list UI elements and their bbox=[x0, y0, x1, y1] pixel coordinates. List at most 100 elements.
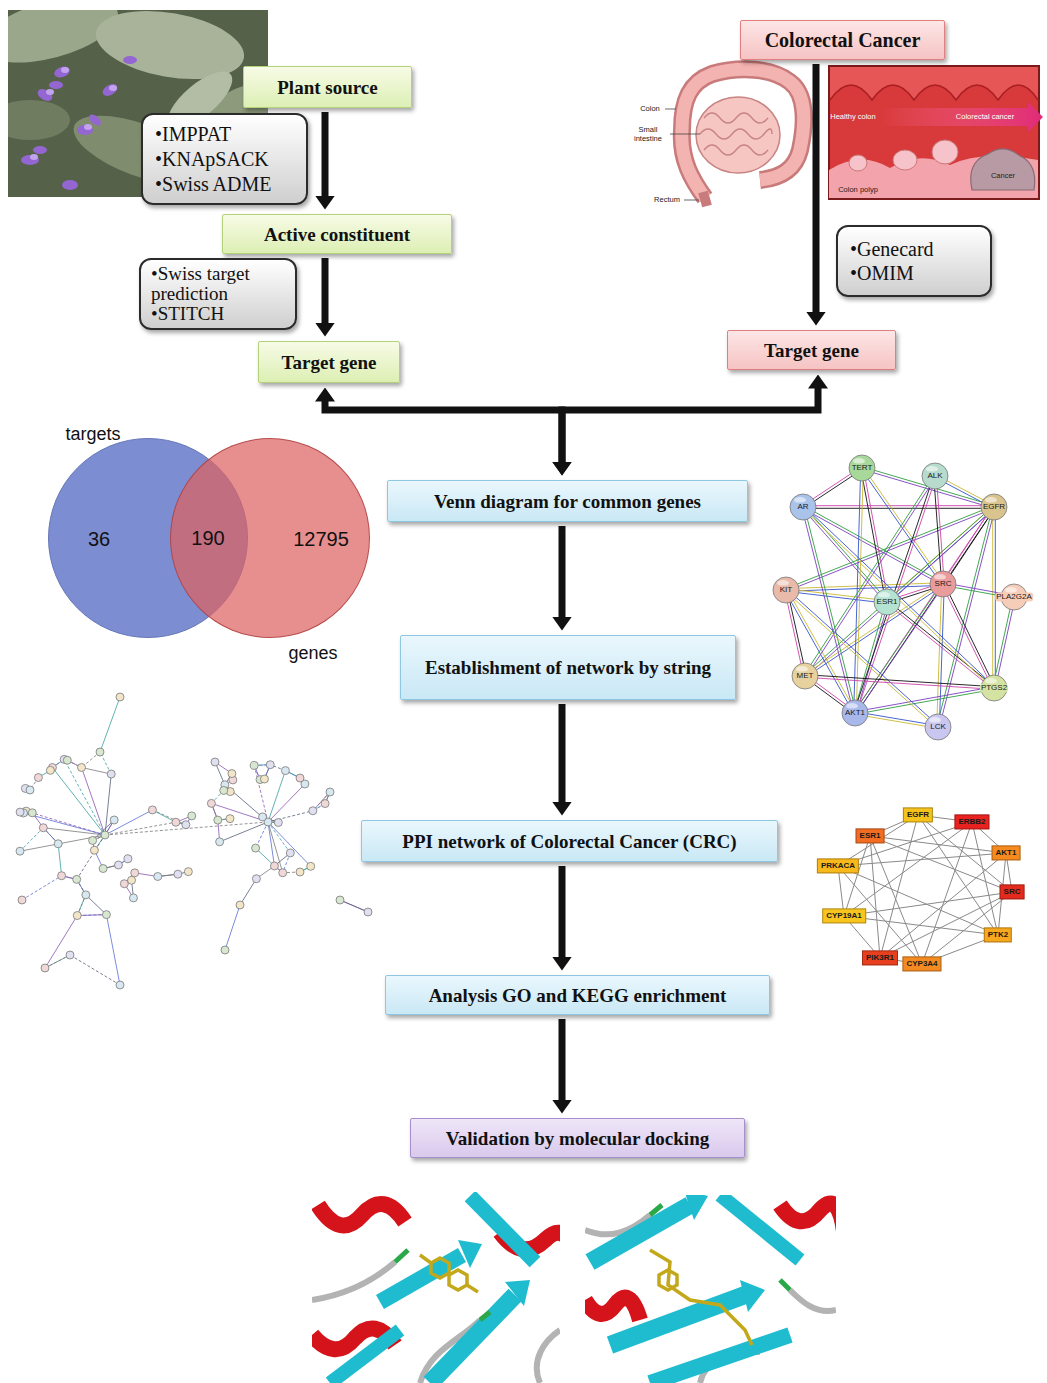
ppi-dot bbox=[89, 836, 97, 844]
docking-pose-part bbox=[585, 1298, 640, 1320]
node-text: PPI network of Colorectal Cancer (CRC) bbox=[374, 830, 765, 853]
ppi-dot bbox=[73, 912, 81, 920]
ppi-dot bbox=[336, 896, 344, 904]
docking-pose-part bbox=[720, 1195, 800, 1260]
ppi-dot bbox=[34, 774, 42, 782]
ppi-link bbox=[77, 835, 105, 879]
colon-cross-section-part bbox=[880, 102, 1043, 132]
docking-pose-part bbox=[650, 1205, 790, 1290]
tissue-label: Cancer bbox=[991, 172, 1015, 181]
ppi-dot bbox=[101, 831, 109, 839]
sage-photo-part-part bbox=[36, 87, 55, 104]
sage-photo-part-part bbox=[46, 89, 54, 95]
ppi-dot bbox=[96, 748, 104, 756]
colon-illustration-part bbox=[670, 134, 700, 135]
organ-label: Small intestine bbox=[630, 126, 666, 143]
flow-arrow bbox=[813, 64, 820, 312]
ppi-dot bbox=[259, 813, 267, 821]
protein-node-picture bbox=[922, 463, 948, 489]
interaction-line bbox=[855, 689, 994, 714]
database-list-box: •Genecard •OMIM bbox=[836, 225, 992, 297]
node-text: 12795 bbox=[293, 528, 349, 551]
colon-cross-section-part bbox=[849, 155, 867, 171]
ppi-link bbox=[340, 900, 368, 912]
sage-photo-part-part bbox=[62, 180, 78, 190]
ppi-dot bbox=[63, 756, 71, 764]
interaction-line bbox=[854, 476, 934, 713]
hub-link bbox=[838, 853, 1006, 866]
interaction-line bbox=[787, 589, 856, 712]
docking-pose-part bbox=[395, 1250, 490, 1320]
colon-illustration-part bbox=[696, 97, 780, 173]
flow-arrow bbox=[559, 866, 566, 957]
interaction-line bbox=[804, 475, 934, 675]
docking-pose-part bbox=[650, 1250, 752, 1345]
ppi-link bbox=[254, 765, 268, 822]
ppi-link bbox=[268, 771, 285, 822]
ppi-link bbox=[82, 767, 112, 774]
process-box: Colorectal Cancer bbox=[740, 20, 945, 60]
ppi-link bbox=[268, 822, 283, 873]
sage-photo-part bbox=[8, 100, 70, 140]
ppi-dot bbox=[129, 894, 137, 902]
gene-label: LCK bbox=[929, 722, 947, 731]
interaction-line bbox=[936, 476, 944, 584]
colon-cross-section-part bbox=[830, 85, 1038, 100]
node-text: 36 bbox=[88, 528, 110, 551]
docking-pose-part bbox=[330, 1330, 400, 1383]
node-text: Establishment of network by string bbox=[413, 656, 723, 680]
ppi-dot bbox=[260, 775, 268, 783]
database-list-box: •Swiss target prediction •STITCH bbox=[139, 258, 297, 330]
ppi-dot bbox=[39, 824, 47, 832]
sage-photo-part-part bbox=[77, 125, 93, 135]
ppi-dot bbox=[307, 862, 315, 870]
ppi-link bbox=[105, 774, 111, 835]
ppi-dot bbox=[116, 693, 124, 701]
interaction-line bbox=[805, 677, 994, 689]
docking-pose-part bbox=[430, 1295, 515, 1383]
ppi-dot bbox=[228, 770, 236, 778]
gene-label: MET bbox=[796, 671, 815, 680]
ppi-dot bbox=[211, 758, 219, 766]
ppi-dot bbox=[266, 761, 274, 769]
ppi-link bbox=[340, 900, 368, 912]
ppi-dot bbox=[252, 844, 260, 852]
sage-photo-part-part bbox=[123, 56, 137, 64]
ppi-link bbox=[52, 768, 105, 835]
interaction-line bbox=[886, 603, 993, 689]
interaction-line bbox=[785, 591, 937, 728]
docking-pose-part bbox=[458, 1240, 482, 1268]
ppi-dot bbox=[250, 761, 258, 769]
ppi-dot bbox=[286, 849, 294, 857]
interaction-line bbox=[937, 584, 942, 727]
gene-label: ALK bbox=[926, 471, 943, 480]
docking-pose-part bbox=[449, 1270, 467, 1290]
hub-gene-label: CYP19A1 bbox=[822, 908, 866, 923]
sage-photo-part-part bbox=[33, 146, 47, 154]
ppi-dot bbox=[270, 862, 278, 870]
colon-cross-section-part bbox=[893, 150, 917, 170]
ppi-link bbox=[268, 784, 305, 822]
hub-gene-network-picture bbox=[838, 815, 1012, 964]
docking-pose-part bbox=[420, 1255, 478, 1292]
ppi-link bbox=[225, 905, 240, 950]
process-box: Active constituent bbox=[222, 214, 452, 254]
protein-node-picture bbox=[981, 494, 1007, 520]
docking-pose-part bbox=[780, 1203, 836, 1240]
ppi-dot bbox=[99, 865, 107, 873]
protein-node-picture bbox=[842, 700, 868, 726]
docking-pose-part bbox=[505, 1280, 530, 1306]
ppi-dot bbox=[26, 786, 34, 794]
ppi-dot bbox=[216, 838, 224, 846]
flow-arrow bbox=[559, 1019, 566, 1100]
hub-gene-label: EGFR bbox=[903, 807, 933, 822]
colon-illustration-part bbox=[703, 192, 707, 206]
hub-link bbox=[922, 892, 1012, 964]
interaction-line bbox=[995, 597, 1015, 688]
flow-arrow bbox=[322, 258, 329, 323]
interaction-line bbox=[942, 585, 993, 689]
interaction-line bbox=[804, 506, 995, 687]
ppi-dot bbox=[148, 806, 156, 814]
